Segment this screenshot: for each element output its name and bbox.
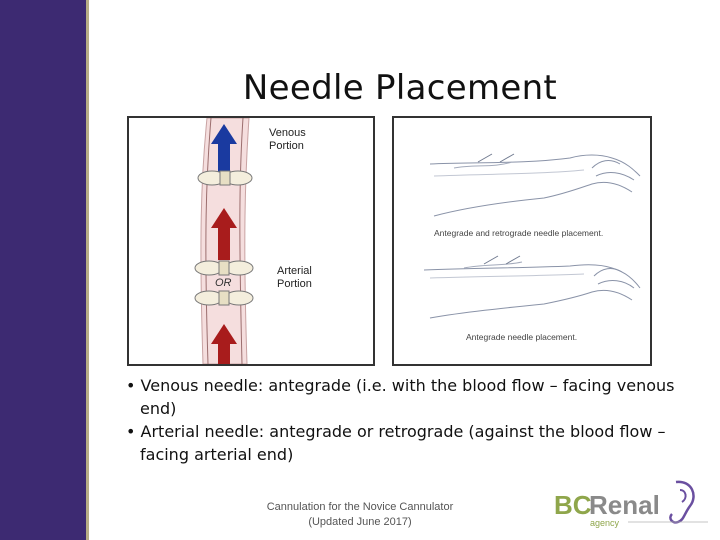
caption-antegrade: Antegrade needle placement. — [466, 332, 577, 342]
footer-line-2: (Updated June 2017) — [240, 515, 480, 530]
arm-sketch-image: Antegrade and retrograde needle placemen… — [392, 116, 652, 366]
logo-bc: BC — [554, 490, 592, 520]
footer: Cannulation for the Novice Cannulator (U… — [240, 500, 480, 530]
arm-sketch-lower-icon — [424, 256, 640, 318]
bullet-list: • Venous needle: antegrade (i.e. with th… — [118, 374, 688, 466]
arm-sketch-upper-icon — [430, 154, 640, 216]
bullet-arterial: • Arterial needle: antegrade or retrogra… — [118, 420, 688, 466]
bc-renal-logo: BC Renal agency — [552, 476, 712, 532]
venous-label-2: Portion — [269, 140, 304, 152]
arterial-label-2: Portion — [277, 278, 312, 290]
needle-wings-top-icon — [198, 171, 252, 185]
caption-antegrade-retrograde: Antegrade and retrograde needle placemen… — [434, 228, 603, 238]
logo-agency: agency — [590, 518, 620, 528]
arterial-label-1: Arterial — [277, 265, 312, 277]
sidebar-band — [0, 0, 86, 540]
footer-line-1: Cannulation for the Novice Cannulator — [240, 500, 480, 515]
logo-renal: Renal — [589, 490, 660, 520]
or-label: OR — [215, 277, 232, 289]
slide-title: Needle Placement — [120, 68, 680, 108]
venous-label-1: Venous — [269, 127, 306, 139]
ear-icon — [670, 482, 693, 523]
sidebar-divider — [86, 0, 89, 540]
bullet-venous: • Venous needle: antegrade (i.e. with th… — [118, 374, 688, 420]
vessel-diagram-image: OR Venous Portion Arterial Portion — [127, 116, 375, 366]
